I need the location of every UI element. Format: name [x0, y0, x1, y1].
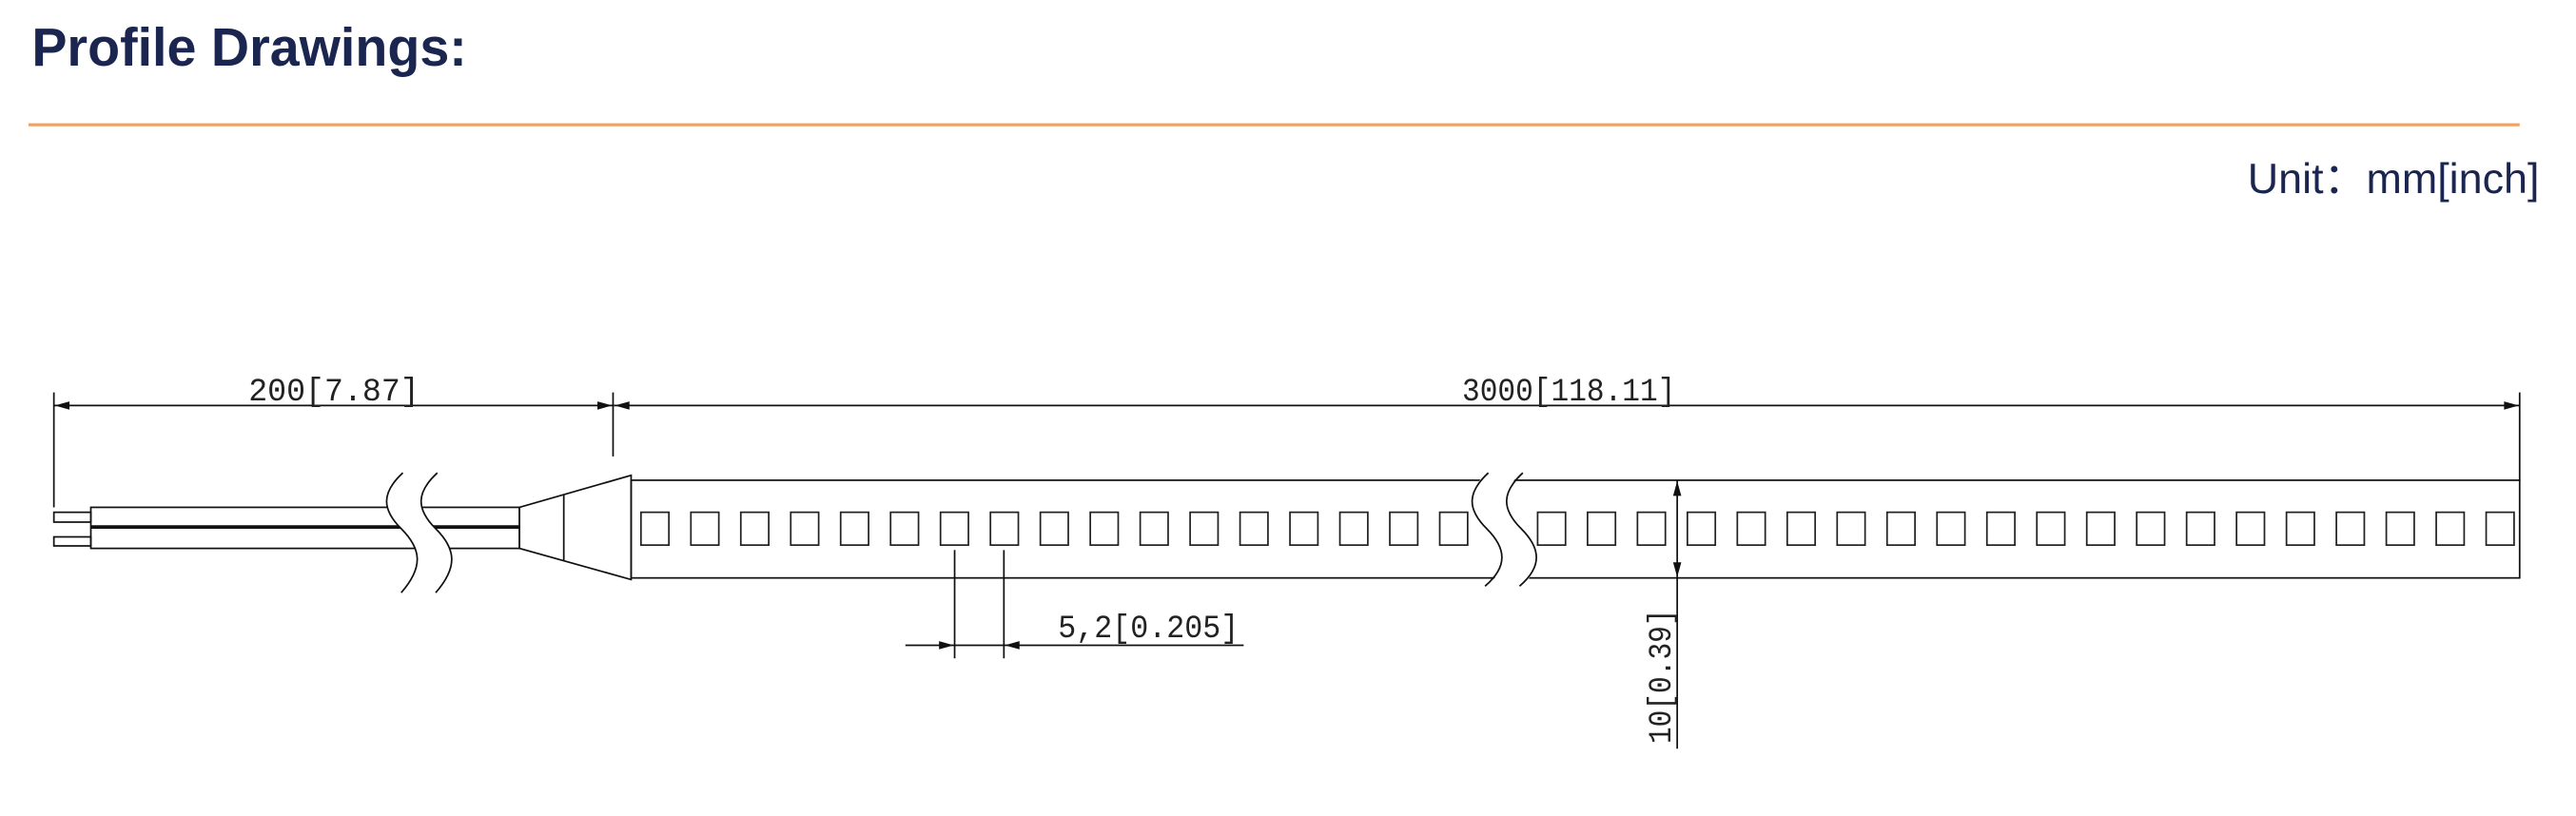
- led-chip: [2085, 511, 2116, 547]
- led-chip: [1438, 511, 1469, 547]
- led-chip: [1686, 511, 1717, 547]
- led-chip: [939, 511, 969, 547]
- led-chip: [1836, 511, 1866, 547]
- led-chip: [1389, 511, 1419, 547]
- led-chip: [989, 511, 1020, 547]
- cable-break-mark: [385, 472, 419, 593]
- led-chip: [839, 511, 869, 547]
- led-group-left: [639, 511, 1469, 547]
- led-chip: [2235, 511, 2266, 547]
- led-chip: [1089, 511, 1120, 547]
- led-group-right: [1536, 511, 2515, 547]
- unit-label: Unit：mm[inch]: [2248, 154, 2540, 203]
- strip-break-mark: [1506, 472, 1537, 587]
- led-chip: [1189, 511, 1220, 547]
- led-chip: [2335, 511, 2366, 547]
- led-chip: [1536, 511, 1567, 547]
- led-chip: [1587, 511, 1617, 547]
- led-chip: [1636, 511, 1667, 547]
- led-chip: [1338, 511, 1369, 547]
- led-chip: [1736, 511, 1766, 547]
- cable: [89, 469, 520, 594]
- strip-length-label: 3000[118.11]: [1462, 374, 1675, 411]
- led-chip: [2485, 511, 2515, 547]
- led-pitch-label: 5,2[0.205]: [1058, 611, 1239, 648]
- strip-width-dimension: 10[0.39]: [1644, 479, 1682, 749]
- wire-leads: [52, 511, 92, 547]
- cable-length-dimension: 200[7.87]: [52, 374, 615, 508]
- led-chip: [639, 511, 671, 547]
- led-chip: [2036, 511, 2066, 547]
- led-chip: [739, 511, 770, 547]
- strip-break-mark: [1471, 472, 1503, 587]
- strip-width-label: 10[0.39]: [1644, 609, 1681, 744]
- led-chip: [1936, 511, 1966, 547]
- cable-length-label: 200[7.87]: [248, 374, 420, 411]
- led-chip: [889, 511, 920, 547]
- page-title: Profile Drawings:: [31, 17, 466, 78]
- led-chip: [2185, 511, 2215, 547]
- led-chip: [1786, 511, 1817, 547]
- led-chip: [2385, 511, 2415, 547]
- led-pitch-dimension: 5,2[0.205]: [905, 550, 1244, 659]
- end-cap-connector: [518, 474, 633, 581]
- led-chip: [790, 511, 820, 547]
- led-chip: [2435, 511, 2466, 547]
- led-chip: [1239, 511, 1269, 547]
- led-chip: [690, 511, 720, 547]
- led-chip: [2136, 511, 2166, 547]
- led-chip: [1885, 511, 1916, 547]
- led-chip: [1985, 511, 2016, 547]
- led-chip: [1039, 511, 1069, 547]
- led-chip: [1139, 511, 1169, 547]
- strip-length-dimension: 3000[118.11]: [614, 374, 2521, 481]
- led-chip: [2285, 511, 2315, 547]
- led-chip: [1289, 511, 1319, 547]
- cable-break-mark: [420, 472, 453, 593]
- led-strip: [630, 469, 2521, 590]
